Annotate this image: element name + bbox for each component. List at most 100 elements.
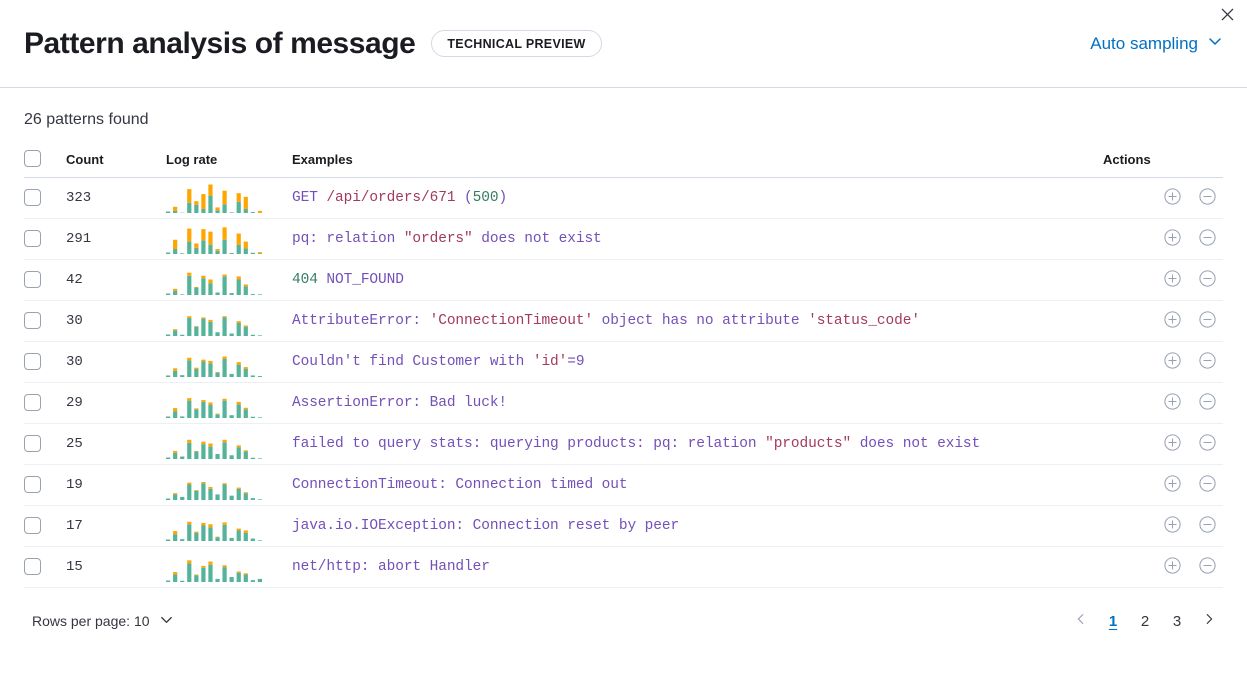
filter-out-value-button[interactable] [1197,229,1217,249]
page-title: Pattern analysis of message [24,26,416,60]
filter-out-value-button[interactable] [1197,557,1217,577]
row-checkbox[interactable] [24,189,41,207]
row-count: 19 [66,464,166,507]
example-token: GET [292,190,327,207]
header-examples[interactable]: Examples [292,150,1103,179]
header-count[interactable]: Count [66,150,166,179]
table-row[interactable]: 25 failed to query stats: querying produ… [24,423,1223,466]
minus-in-circle-icon [1198,433,1217,455]
row-count: 17 [66,505,166,548]
filter-for-value-button[interactable] [1162,393,1182,413]
filter-for-value-button[interactable] [1162,475,1182,495]
rows-per-page-button[interactable]: Rows per page: 10 [24,606,182,636]
page-button-3[interactable]: 3 [1163,607,1191,635]
row-checkbox[interactable] [24,230,41,248]
filter-for-value-button[interactable] [1162,270,1182,290]
table-row[interactable]: 30 Couldn't find Customer with 'id'=9 [24,341,1223,384]
example-token: does not exist [851,436,981,453]
example-token: net/http: abort Handler [292,559,490,576]
example-token: =9 [567,354,585,371]
example-token: 'ConnectionTimeout' [429,313,594,330]
filter-out-value-button[interactable] [1197,475,1217,495]
row-checkbox[interactable] [24,312,41,330]
row-example: 404 NOT_FOUND [292,259,1103,302]
row-log-rate-sparkline [166,464,292,507]
table-row[interactable]: 19 ConnectionTimeout: Connection timed o… [24,464,1223,507]
plus-in-circle-icon [1163,269,1182,291]
row-checkbox[interactable] [24,394,41,412]
example-token: java.io.IOException: Connection reset by… [292,518,680,535]
header-left-group: Pattern analysis of message TECHNICAL PR… [24,26,602,60]
filter-for-value-button[interactable] [1162,434,1182,454]
filter-out-value-button[interactable] [1197,270,1217,290]
next-page-button[interactable] [1195,607,1223,635]
plus-in-circle-icon [1163,433,1182,455]
row-checkbox[interactable] [24,353,41,371]
auto-sampling-button[interactable]: Auto sampling [1090,33,1223,54]
previous-page-button[interactable] [1067,607,1095,635]
row-log-rate-sparkline [166,505,292,548]
row-checkbox[interactable] [24,435,41,453]
filter-out-value-button[interactable] [1197,393,1217,413]
example-token: 'status_code' [808,313,920,330]
row-checkbox[interactable] [24,558,41,576]
table-row[interactable]: 17 java.io.IOException: Connection reset… [24,505,1223,548]
filter-for-value-button[interactable] [1162,352,1182,372]
row-count: 30 [66,341,166,384]
row-example: net/http: abort Handler [292,546,1103,589]
row-checkbox[interactable] [24,517,41,535]
row-checkbox[interactable] [24,476,41,494]
row-count: 15 [66,546,166,589]
filter-out-value-button[interactable] [1197,352,1217,372]
table-row[interactable]: 29 AssertionError: Bad luck! [24,382,1223,425]
row-actions-cell [1103,177,1223,220]
example-token: NOT_FOUND [317,272,404,289]
filter-for-value-button[interactable] [1162,229,1182,249]
plus-in-circle-icon [1163,310,1182,332]
minus-in-circle-icon [1198,269,1217,291]
plus-in-circle-icon [1163,187,1182,209]
chevron-left-icon [1074,612,1088,630]
row-count: 30 [66,300,166,343]
filter-for-value-button[interactable] [1162,557,1182,577]
row-select-cell [24,177,66,220]
row-count: 323 [66,177,166,220]
row-log-rate-sparkline [166,300,292,343]
select-all-checkbox[interactable] [24,150,41,168]
minus-in-circle-icon [1198,351,1217,373]
header-actions: Actions [1103,150,1223,179]
row-checkbox[interactable] [24,271,41,289]
table-row[interactable]: 291 pq: relation "orders" does not exist [24,218,1223,261]
filter-out-value-button[interactable] [1197,434,1217,454]
minus-in-circle-icon [1198,310,1217,332]
row-select-cell [24,464,66,507]
row-select-cell [24,423,66,466]
row-count: 291 [66,218,166,261]
row-actions-cell [1103,546,1223,589]
filter-out-value-button[interactable] [1197,311,1217,331]
close-button[interactable] [1213,2,1241,30]
page-button-2[interactable]: 2 [1131,607,1159,635]
filter-out-value-button[interactable] [1197,188,1217,208]
filter-for-value-button[interactable] [1162,188,1182,208]
table-row[interactable]: 15 net/http: abort Handler [24,546,1223,589]
filter-for-value-button[interactable] [1162,516,1182,536]
filter-for-value-button[interactable] [1162,311,1182,331]
table-row[interactable]: 30 AttributeError: 'ConnectionTimeout' o… [24,300,1223,343]
patterns-table-head: Count Log rate Examples Actions [24,150,1223,179]
header-log-rate[interactable]: Log rate [166,150,292,179]
row-example: GET /api/orders/671 (500) [292,177,1103,220]
filter-out-value-button[interactable] [1197,516,1217,536]
table-row[interactable]: 42 404 NOT_FOUND [24,259,1223,302]
page-button-1[interactable]: 1 [1099,607,1127,635]
table-row[interactable]: 323 GET /api/orders/671 (500) [24,177,1223,220]
example-token: "products" [765,436,852,453]
chevron-down-icon [1207,33,1223,54]
chevron-down-icon [159,612,174,630]
example-token: failed to query stats: querying products… [292,436,766,453]
example-token: 500 [472,190,499,207]
row-select-cell [24,218,66,261]
row-log-rate-sparkline [166,259,292,302]
